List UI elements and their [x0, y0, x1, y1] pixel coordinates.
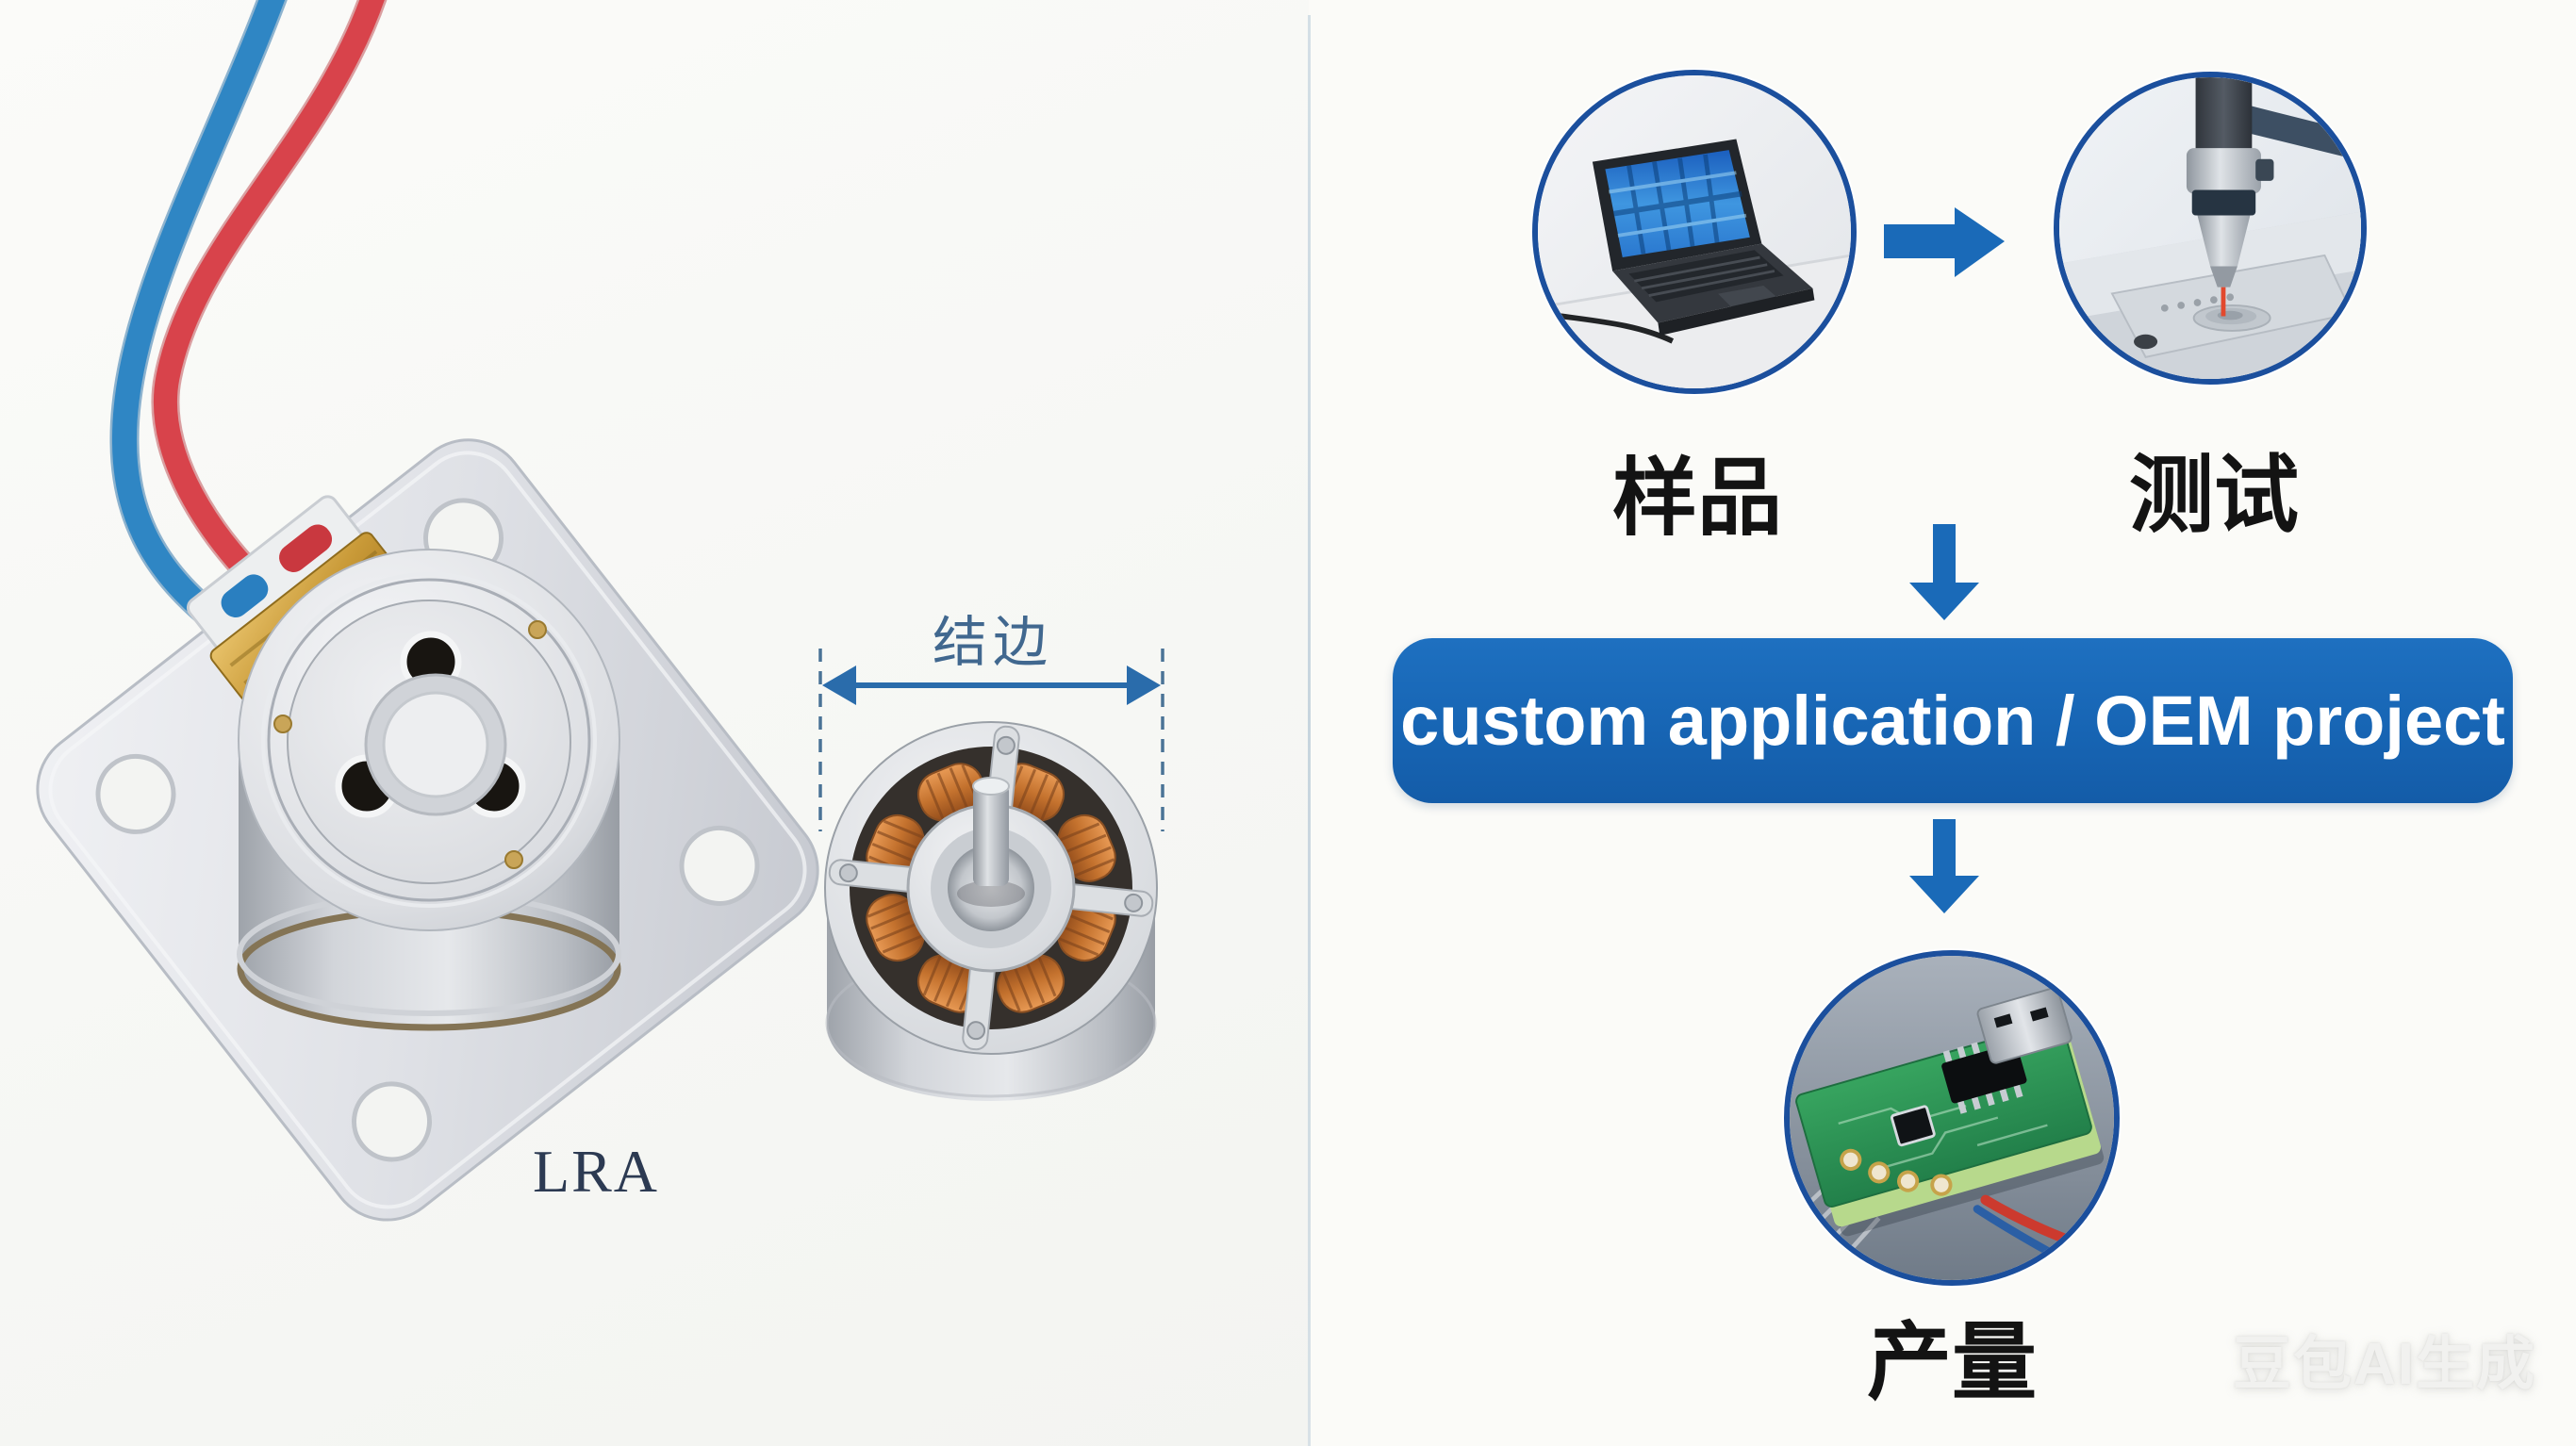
green-pcb	[1795, 976, 2105, 1237]
laptop	[1592, 139, 1815, 337]
lra-motor-illustration	[36, 0, 1164, 1222]
dimension-label: 结边	[932, 612, 1053, 673]
flowchart-panel: 样品 测试 custom application / OEM project	[1311, 0, 2576, 1446]
arrow-down-icon	[1905, 819, 1984, 916]
lra-motor-body	[237, 549, 621, 1031]
step-label-production: 产量	[1867, 1316, 2037, 1410]
production-photo-circle	[1784, 950, 2120, 1286]
oem-banner: custom application / OEM project	[1393, 638, 2513, 803]
product-photo-panel: 结边 LRA	[0, 0, 1309, 1446]
oem-banner-label: custom application / OEM project	[1400, 682, 2505, 760]
coil-motor	[824, 721, 1158, 1101]
arrow-right-icon	[1884, 200, 2011, 285]
lra-label: LRA	[533, 1138, 659, 1205]
probe-test-photo	[2059, 77, 2361, 379]
dimension-annotation	[818, 649, 1164, 831]
pcb-production-photo	[1790, 956, 2114, 1280]
laptop-sample-photo	[1538, 75, 1851, 388]
step-label-test: 测试	[2129, 449, 2299, 543]
blue-wire	[111, 0, 286, 657]
panel-divider	[1308, 15, 1311, 1446]
red-wire	[153, 0, 385, 623]
arrow-down-icon	[1905, 524, 1984, 623]
copper-coils	[866, 763, 1116, 1013]
sample-photo-circle	[1532, 70, 1857, 394]
test-photo-circle	[2054, 72, 2367, 385]
ai-watermark: 豆包AI生成	[2232, 1332, 2536, 1397]
step-label-sample: 样品	[1612, 452, 1782, 546]
